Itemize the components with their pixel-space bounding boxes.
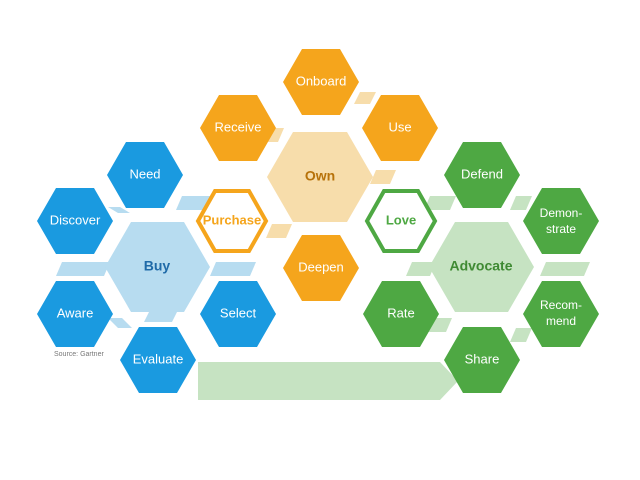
select-hexagon	[200, 281, 276, 347]
advocate-hexagon	[429, 222, 534, 312]
connector-own-deepen	[266, 224, 292, 238]
connector-love-advocate	[406, 262, 436, 276]
connector-need-purchase	[176, 196, 212, 210]
deepen-label: Deepen	[298, 259, 344, 274]
love-label: Love	[386, 212, 416, 227]
evaluate-hexagon	[120, 327, 196, 393]
buy-label: Buy	[144, 258, 171, 274]
evaluate-label: Evaluate	[133, 351, 184, 366]
purchase-hexagon	[195, 189, 269, 253]
onboard-label: Onboard	[296, 73, 347, 88]
recommend-label-line-2: mend	[546, 314, 576, 328]
need-label: Need	[129, 166, 160, 181]
demonstrate-label-line-2: strate	[546, 222, 576, 236]
connector-advocate-recommend	[540, 262, 590, 276]
share-label: Share	[465, 351, 500, 366]
deepen-hexagon	[283, 235, 359, 301]
defend-hexagon	[444, 142, 520, 208]
love-hexagon	[364, 189, 438, 253]
recommend-hexagon	[523, 281, 599, 347]
purchase-label: Purchase	[203, 212, 262, 227]
connector-use-love	[370, 170, 396, 184]
rate-label: Rate	[387, 305, 414, 320]
defend-label: Defend	[461, 166, 503, 181]
aware-label: Aware	[57, 305, 94, 320]
connector-buy-evaluate	[144, 310, 178, 322]
discover-hexagon	[37, 188, 113, 254]
rate-hexagon	[363, 281, 439, 347]
connector-onboard-use	[354, 92, 376, 104]
aware-hexagon	[37, 281, 113, 347]
connector-aware-evaluate	[108, 318, 132, 328]
use-hexagon	[362, 95, 438, 161]
own-label: Own	[305, 168, 335, 184]
select-label: Select	[220, 305, 257, 320]
receive-hexagon	[200, 95, 276, 161]
share-hexagon	[444, 327, 520, 393]
need-hexagon	[107, 142, 183, 208]
connector-advocate-demonstrate	[510, 196, 532, 210]
connector-discover-buy	[108, 207, 130, 213]
connector-love-defend	[424, 196, 456, 210]
receive-label: Receive	[215, 119, 262, 134]
advocate-label: Advocate	[449, 258, 512, 274]
own-hexagon	[267, 132, 373, 222]
connector-buy-aware	[56, 262, 110, 276]
source-credit: Source: Gartner	[54, 351, 104, 358]
use-label: Use	[388, 119, 411, 134]
demonstrate-label-line-1: Demon-	[540, 206, 583, 220]
connector-purchase-select	[210, 262, 256, 276]
demonstrate-hexagon	[523, 188, 599, 254]
buy-hexagon	[105, 222, 210, 312]
recommend-label-line-1: Recom-	[540, 298, 582, 312]
onboard-hexagon	[283, 49, 359, 115]
discover-label: Discover	[50, 212, 101, 227]
connector-share-recommend	[510, 328, 532, 342]
loop-bar-advocate-to-buy	[198, 362, 458, 400]
